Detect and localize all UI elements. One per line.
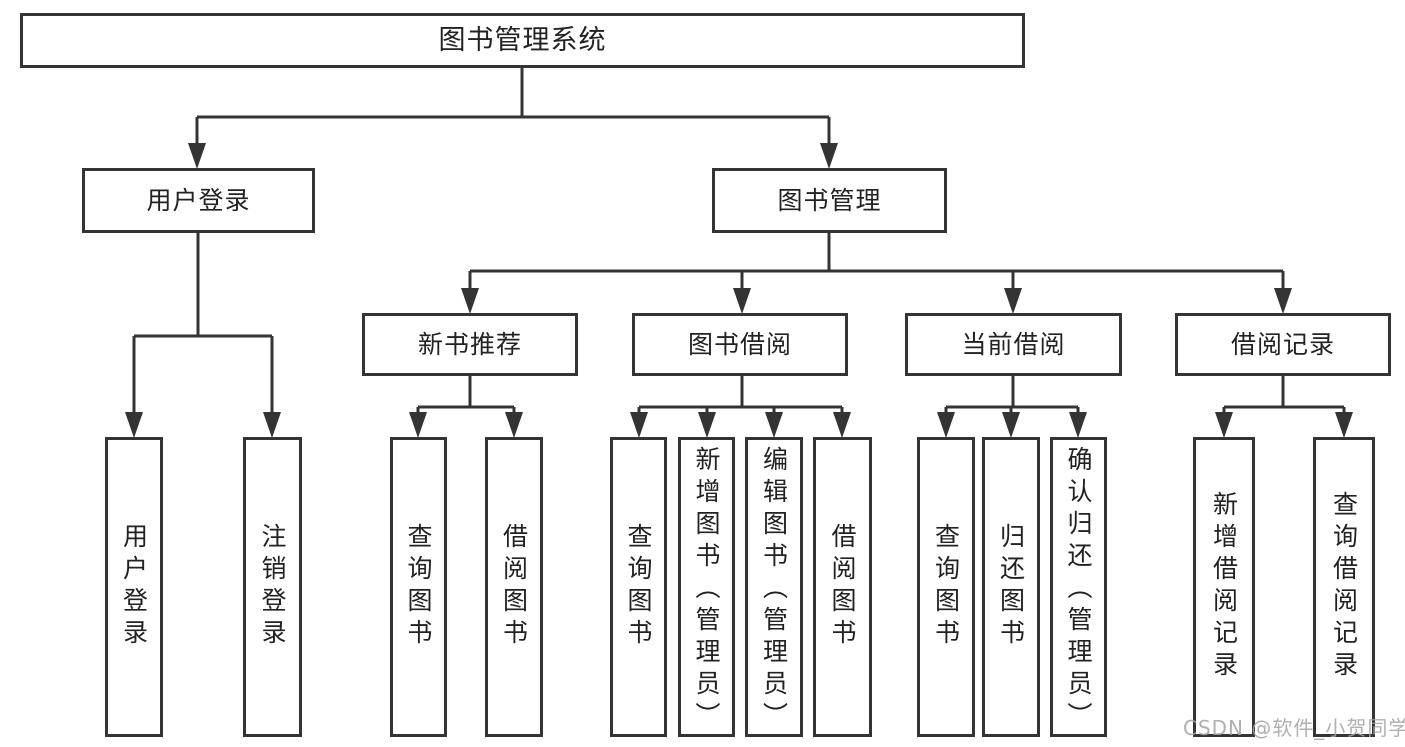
- leaf-return-books: 归还图书: [982, 437, 1040, 737]
- arrowheads: [125, 143, 1353, 438]
- leaf-borrow-books-recommend: 借阅图书: [485, 437, 543, 737]
- leaf-logout: 注销登录: [243, 437, 302, 737]
- leaf-user-login: 用户登录: [105, 437, 163, 737]
- node-book-management-module: 图书管理: [712, 168, 947, 233]
- leaf-query-books-borrowing: 查询图书: [610, 437, 667, 737]
- leaf-query-books-current: 查询图书: [917, 437, 975, 737]
- csdn-watermark: CSDN @软件_小贺同学: [1183, 716, 1405, 740]
- leaf-query-books-recommend: 查询图书: [390, 437, 447, 737]
- leaf-borrow-books-borrowing: 借阅图书: [813, 437, 872, 737]
- node-user-login-module: 用户登录: [82, 168, 315, 233]
- node-borrowing-records: 借阅记录: [1175, 313, 1391, 376]
- leaf-edit-books-admin: 编辑图书（管理员）: [745, 437, 803, 737]
- leaf-confirm-return-admin: 确认归还（管理员）: [1050, 437, 1107, 737]
- leaf-query-borrow-record: 查询借阅记录: [1313, 437, 1375, 737]
- node-current-borrowing: 当前借阅: [905, 313, 1122, 376]
- leaf-add-borrow-record: 新增借阅记录: [1193, 437, 1255, 737]
- node-new-book-recommendation: 新书推荐: [362, 313, 578, 376]
- leaf-add-books-admin: 新增图书（管理员）: [678, 437, 735, 737]
- node-book-borrowing: 图书借阅: [632, 313, 848, 376]
- node-library-management-system: 图书管理系统: [20, 13, 1025, 68]
